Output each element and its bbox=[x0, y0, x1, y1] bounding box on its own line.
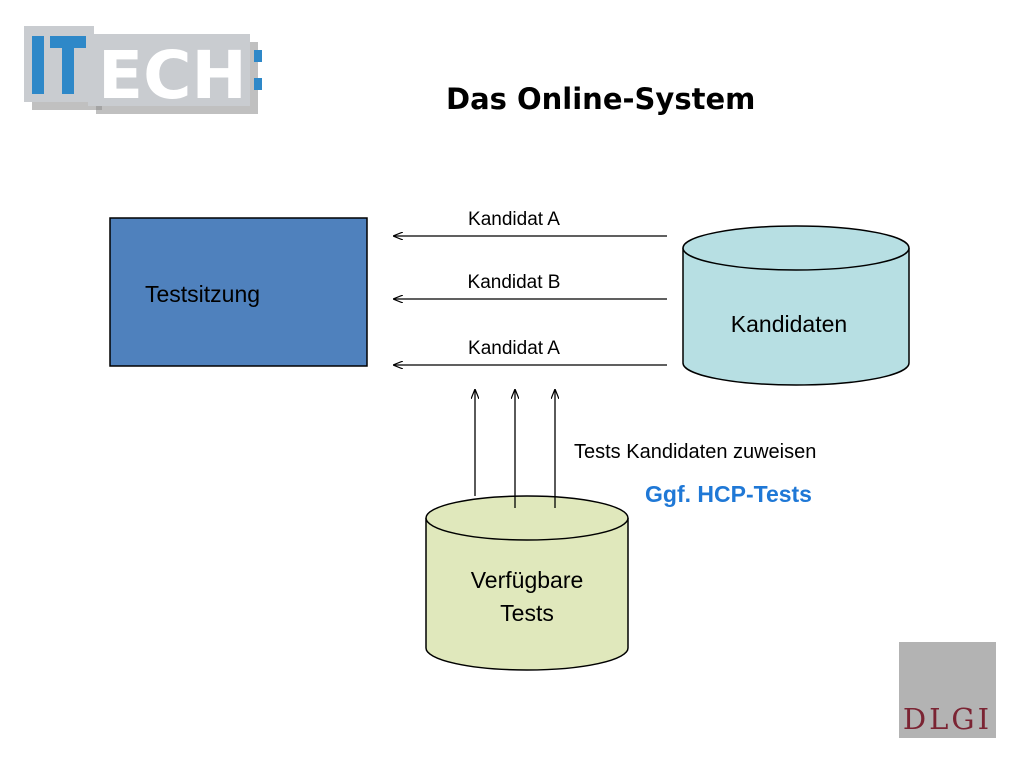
tests-label-line2: Tests bbox=[500, 600, 554, 626]
candidates-label: Kandidaten bbox=[731, 311, 847, 337]
flow-label-3: Kandidat A bbox=[468, 338, 560, 359]
candidate-flow-1: Kandidat A bbox=[394, 209, 667, 236]
logo-text-ech: ECH bbox=[98, 37, 247, 114]
ittech-logo: ECH IT bbox=[24, 26, 262, 114]
page-title: Das Online-System bbox=[446, 82, 756, 116]
assign-tests-label: Tests Kandidaten zuweisen bbox=[574, 441, 816, 463]
dlgi-logo: DLGI bbox=[899, 642, 996, 738]
tests-database: Verfügbare Tests bbox=[425, 495, 629, 671]
flow-label-1: Kandidat A bbox=[468, 209, 560, 230]
candidates-database: Kandidaten bbox=[682, 225, 910, 386]
test-session-box: Testsitzung bbox=[109, 217, 368, 367]
flow-label-2: Kandidat B bbox=[468, 272, 561, 293]
hcp-tests-note: Ggf. HCP-Tests bbox=[645, 481, 812, 507]
candidate-flow-3: Kandidat A bbox=[394, 338, 667, 365]
assign-tests-arrows bbox=[475, 390, 555, 508]
candidate-flow-2: Kandidat B bbox=[394, 272, 667, 299]
tests-label-line1: Verfügbare bbox=[471, 567, 584, 593]
test-session-label: Testsitzung bbox=[145, 281, 260, 307]
dlgi-logo-text: DLGI bbox=[902, 702, 993, 736]
